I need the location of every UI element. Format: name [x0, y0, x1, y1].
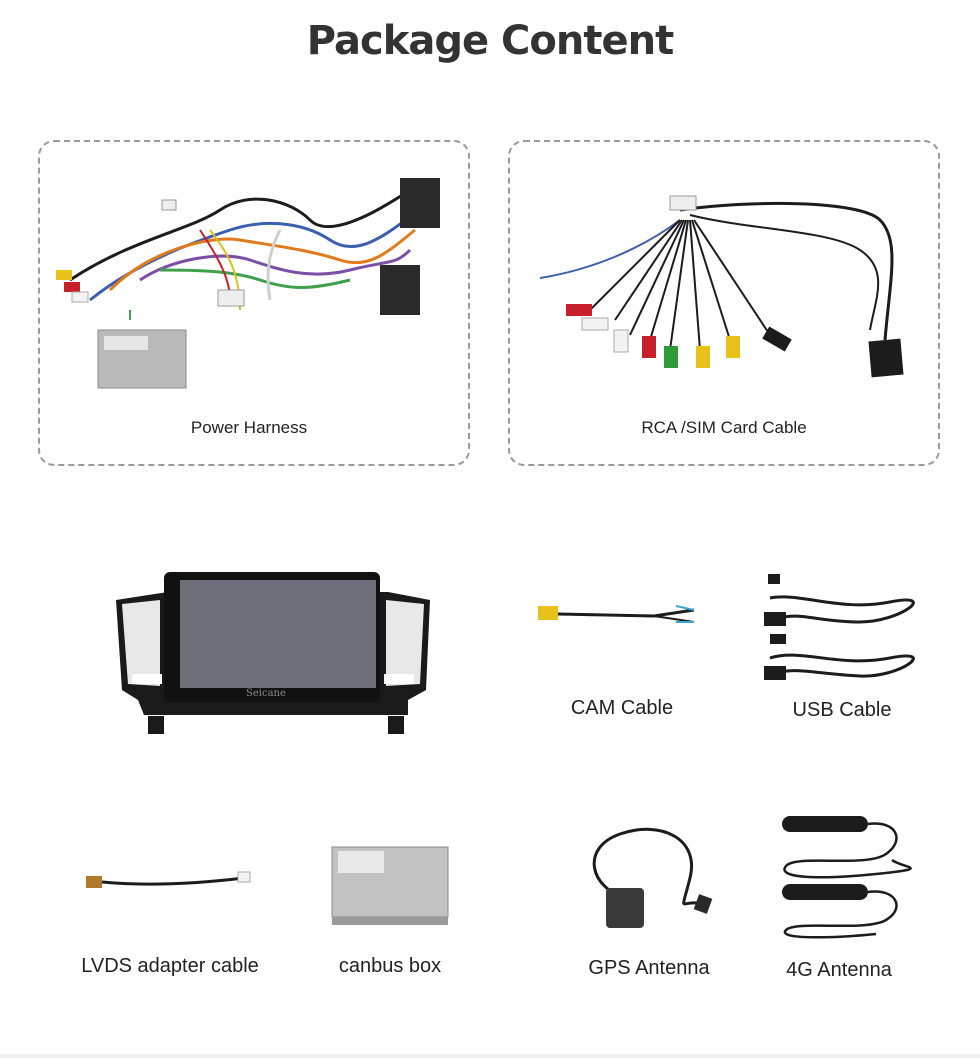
4g-antenna-label: 4G Antenna — [786, 959, 892, 981]
cam-cable-label: CAM Cable — [570, 697, 674, 719]
4g-antenna-image — [782, 816, 912, 939]
power-harness-image — [56, 178, 440, 389]
usb-cable-label: USB Cable — [792, 699, 892, 721]
lvds-cable-label: LVDS adapter cable — [81, 955, 259, 977]
footer-divider — [0, 1054, 980, 1058]
rca-sim-cable-label: RCA /SIM Card Cable — [641, 418, 807, 437]
usb-cable-image — [764, 574, 915, 680]
canbus-box-image — [331, 846, 449, 925]
rca-sim-cable-image — [539, 195, 904, 378]
lvds-cable-image — [86, 871, 251, 888]
cam-cable-image — [538, 605, 695, 623]
gps-antenna-label: GPS Antenna — [588, 957, 710, 979]
power-harness-panel — [38, 140, 470, 466]
rca-sim-cable-panel — [508, 140, 940, 466]
page-title: Package Content — [306, 18, 674, 64]
head-unit-image: Seicane — [116, 572, 430, 734]
gps-antenna-image — [592, 827, 713, 928]
canbus-box-label: canbus box — [338, 955, 442, 977]
power-harness-label: Power Harness — [190, 418, 308, 437]
head-unit-brand: Seicane — [246, 688, 286, 699]
